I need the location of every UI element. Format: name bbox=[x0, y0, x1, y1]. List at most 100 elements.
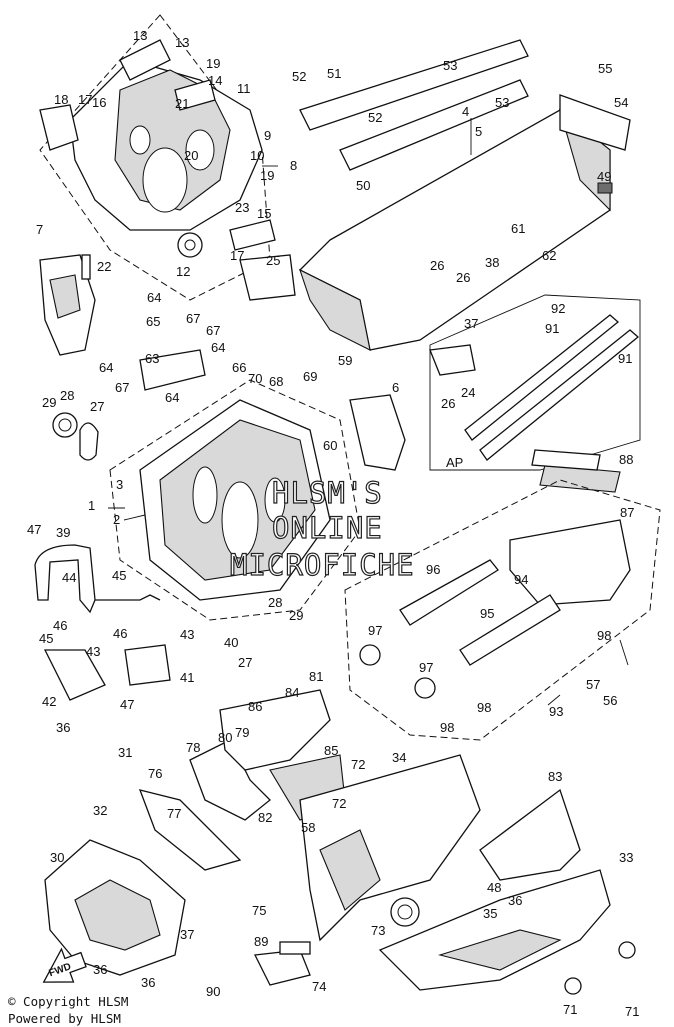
callout-95: 95 bbox=[480, 606, 494, 621]
callout-64: 64 bbox=[165, 390, 179, 405]
callout-26: 26 bbox=[441, 396, 455, 411]
callout-17: 17 bbox=[230, 248, 244, 263]
forward-arrow-icon: FWD bbox=[42, 947, 87, 983]
callout-98: 98 bbox=[597, 628, 611, 643]
callout-45: 45 bbox=[112, 568, 126, 583]
callout-13: 13 bbox=[175, 35, 189, 50]
callout-72: 72 bbox=[332, 796, 346, 811]
callout-76: 76 bbox=[148, 766, 162, 781]
callout-96: 96 bbox=[426, 562, 440, 577]
callout-50: 50 bbox=[356, 178, 370, 193]
callout-2: 2 bbox=[113, 512, 120, 527]
callout-34: 34 bbox=[392, 750, 406, 765]
callout-44: 44 bbox=[62, 570, 76, 585]
callout-42: 42 bbox=[42, 694, 56, 709]
callout-91: 91 bbox=[618, 351, 632, 366]
callout-47: 47 bbox=[120, 697, 134, 712]
slide-rail-inset bbox=[429, 294, 641, 493]
callout-84: 84 bbox=[285, 685, 299, 700]
callout-90: 90 bbox=[206, 984, 220, 999]
callout-75: 75 bbox=[252, 903, 266, 918]
leader-lines bbox=[108, 118, 629, 706]
callout-98: 98 bbox=[477, 700, 491, 715]
callout-73: 73 bbox=[371, 923, 385, 938]
callout-5: 5 bbox=[475, 124, 482, 139]
callout-37: 37 bbox=[180, 927, 194, 942]
callout-49: 49 bbox=[597, 169, 611, 184]
callout-68: 68 bbox=[269, 374, 283, 389]
callout-85: 85 bbox=[324, 743, 338, 758]
callout-37: 37 bbox=[464, 316, 478, 331]
callout-52: 52 bbox=[292, 69, 306, 84]
callout-82: 82 bbox=[258, 810, 272, 825]
callout-9: 9 bbox=[264, 128, 271, 143]
callout-74: 74 bbox=[312, 979, 326, 994]
callout-51: 51 bbox=[327, 66, 341, 81]
lower-body-panels bbox=[44, 689, 636, 995]
callout-69: 69 bbox=[303, 369, 317, 384]
callout-36: 36 bbox=[56, 720, 70, 735]
callout-58: 58 bbox=[301, 820, 315, 835]
callout-71: 71 bbox=[563, 1002, 577, 1017]
callout-87: 87 bbox=[620, 505, 634, 520]
callout-72: 72 bbox=[351, 757, 365, 772]
callout-30: 30 bbox=[50, 850, 64, 865]
callout-67: 67 bbox=[206, 323, 220, 338]
callout-1: 1 bbox=[88, 498, 95, 513]
callout-14: 14 bbox=[208, 73, 222, 88]
callout-32: 32 bbox=[93, 803, 107, 818]
callout-20: 20 bbox=[184, 148, 198, 163]
callout-31: 31 bbox=[118, 745, 132, 760]
callout-48: 48 bbox=[487, 880, 501, 895]
callout-94: 94 bbox=[514, 572, 528, 587]
callout-21: 21 bbox=[175, 96, 189, 111]
callout-78: 78 bbox=[186, 740, 200, 755]
callout-81: 81 bbox=[309, 669, 323, 684]
callout-45: 45 bbox=[39, 631, 53, 646]
callout-28: 28 bbox=[60, 388, 74, 403]
callout-38: 38 bbox=[485, 255, 499, 270]
callout-3: 3 bbox=[116, 477, 123, 492]
callout-6: 6 bbox=[392, 380, 399, 395]
callout-61: 61 bbox=[511, 221, 525, 236]
watermark-line-2: ONLINE bbox=[272, 511, 383, 545]
callout-43: 43 bbox=[86, 644, 100, 659]
callout-59: 59 bbox=[338, 353, 352, 368]
callout-36: 36 bbox=[141, 975, 155, 990]
callout-35: 35 bbox=[483, 906, 497, 921]
callout-15: 15 bbox=[257, 206, 271, 221]
front-frame-assembly bbox=[39, 14, 296, 356]
callout-66: 66 bbox=[232, 360, 246, 375]
tunnel-assembly bbox=[298, 39, 631, 376]
callout-24: 24 bbox=[461, 385, 475, 400]
callout-25: 25 bbox=[266, 253, 280, 268]
callout-16: 16 bbox=[92, 95, 106, 110]
callout-26: 26 bbox=[456, 270, 470, 285]
callout-83: 83 bbox=[548, 769, 562, 784]
inset-label: AP bbox=[446, 455, 463, 470]
callout-19: 19 bbox=[260, 168, 274, 183]
callout-70: 70 bbox=[248, 371, 262, 386]
callout-64: 64 bbox=[147, 290, 161, 305]
callout-64: 64 bbox=[211, 340, 225, 355]
callout-36: 36 bbox=[508, 893, 522, 908]
callout-62: 62 bbox=[542, 248, 556, 263]
callout-41: 41 bbox=[180, 670, 194, 685]
callout-27: 27 bbox=[90, 399, 104, 414]
watermark-line-1: HLSM'S bbox=[272, 476, 383, 510]
callout-53: 53 bbox=[443, 58, 457, 73]
callout-57: 57 bbox=[586, 677, 600, 692]
callout-46: 46 bbox=[113, 626, 127, 641]
callout-7: 7 bbox=[36, 222, 43, 237]
powered-by-text: Powered by HLSM bbox=[8, 1011, 121, 1026]
callout-79: 79 bbox=[235, 725, 249, 740]
callout-27: 27 bbox=[238, 655, 252, 670]
callout-64: 64 bbox=[99, 360, 113, 375]
callout-43: 43 bbox=[180, 627, 194, 642]
callout-10: 10 bbox=[250, 148, 264, 163]
callout-23: 23 bbox=[235, 200, 249, 215]
callout-18: 18 bbox=[54, 92, 68, 107]
callout-19: 19 bbox=[206, 56, 220, 71]
